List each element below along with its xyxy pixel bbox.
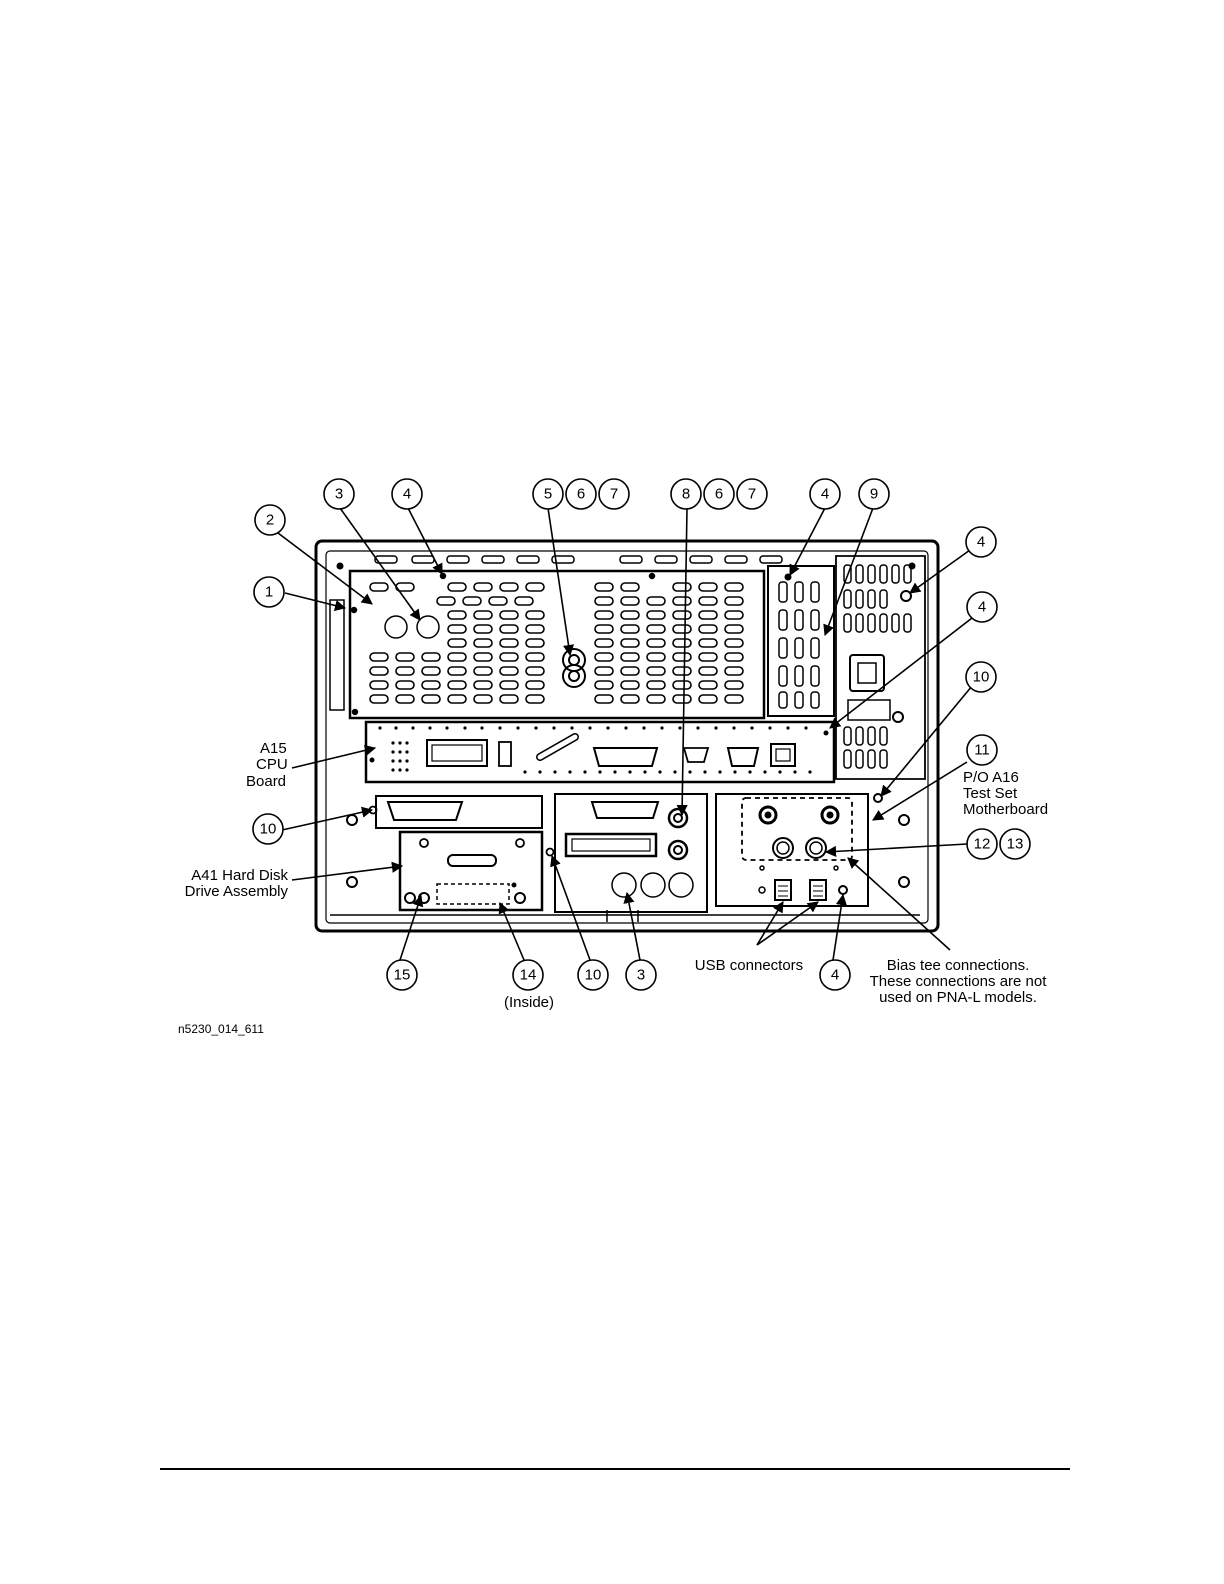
- callout-4c-text: 4: [977, 534, 985, 551]
- callout-14-text: 14: [520, 967, 537, 984]
- callout-5: 5: [533, 479, 563, 509]
- a41-label-line1: A41 Hard Disk: [191, 867, 288, 884]
- callout-4-right-a: 4: [966, 527, 996, 557]
- callout-7b-text: 7: [748, 486, 756, 503]
- hard-disk-drive-assembly: [400, 832, 542, 910]
- callout-2-text: 2: [266, 512, 274, 529]
- callout-7-b: 7: [737, 479, 767, 509]
- a16-label-line3: Motherboard: [963, 801, 1048, 818]
- callout-8: 8: [671, 479, 701, 509]
- callout-10-bottom: 10: [578, 960, 608, 990]
- callout-10-left: 10: [253, 814, 283, 844]
- callout-12-text: 12: [974, 836, 991, 853]
- callout-10a-text: 10: [973, 669, 990, 686]
- callout-4-right-b: 4: [967, 592, 997, 622]
- a15-label-line2: CPU: [256, 756, 288, 773]
- bias-label-line3: used on PNA-L models.: [879, 989, 1037, 1006]
- callout-4-bottom: 4: [820, 960, 850, 990]
- callout-3-top: 3: [324, 479, 354, 509]
- callout-10c-text: 10: [585, 967, 602, 984]
- callout-4-text: 4: [403, 486, 411, 503]
- callout-4-top-left: 4: [392, 479, 422, 509]
- callout-3-text: 3: [335, 486, 343, 503]
- callout-9-text: 9: [870, 486, 878, 503]
- a41-label-line2: Drive Assembly: [185, 883, 289, 900]
- callout-13: 13: [1000, 829, 1030, 859]
- callout-7-a: 7: [599, 479, 629, 509]
- power-supply-section: [768, 556, 925, 779]
- usb-label: USB connectors: [695, 957, 803, 974]
- callout-6b-text: 6: [715, 486, 723, 503]
- callout-6a-text: 6: [577, 486, 585, 503]
- callout-1: 1: [254, 577, 284, 607]
- cpu-board-panel: [366, 722, 834, 782]
- callout-3b-text: 3: [637, 967, 645, 984]
- bias-label-line1: Bias tee connections.: [887, 957, 1030, 974]
- callout-2: 2: [255, 505, 285, 535]
- bias-label-line2: These connections are not: [870, 973, 1048, 990]
- callout-15-text: 15: [394, 967, 411, 984]
- a16-label-line1: P/O A16: [963, 769, 1019, 786]
- upper-vent-cover: [350, 571, 764, 718]
- callout-4-top-right: 4: [810, 479, 840, 509]
- callout-6-a: 6: [566, 479, 596, 509]
- callout-14: 14: [513, 960, 543, 990]
- callout-11-text: 11: [974, 742, 990, 759]
- callout-4d-text: 4: [978, 599, 986, 616]
- a15-label-line3: Board: [246, 773, 286, 790]
- a16-label-line2: Test Set: [963, 785, 1018, 802]
- callout-3-bottom: 3: [626, 960, 656, 990]
- callout-12: 12: [967, 829, 997, 859]
- callout-1-text: 1: [265, 584, 273, 601]
- callout-10-right: 10: [966, 662, 996, 692]
- callout-11: 11: [967, 735, 997, 765]
- callout-9: 9: [859, 479, 889, 509]
- callout-5-text: 5: [544, 486, 552, 503]
- callout-6-b: 6: [704, 479, 734, 509]
- callout-10b-text: 10: [260, 821, 277, 838]
- inside-label: (Inside): [504, 994, 554, 1011]
- callout-4e-text: 4: [831, 967, 839, 984]
- a15-label-line1: A15: [260, 740, 287, 757]
- callout-4b-text: 4: [821, 486, 829, 503]
- callout-15: 15: [387, 960, 417, 990]
- callout-7a-text: 7: [610, 486, 618, 503]
- callout-13-text: 13: [1007, 836, 1024, 853]
- figure-id: n5230_014_611: [178, 1022, 264, 1036]
- lower-left-panel: [370, 796, 543, 828]
- callout-8-text: 8: [682, 486, 690, 503]
- footer-rule: [160, 1468, 1070, 1470]
